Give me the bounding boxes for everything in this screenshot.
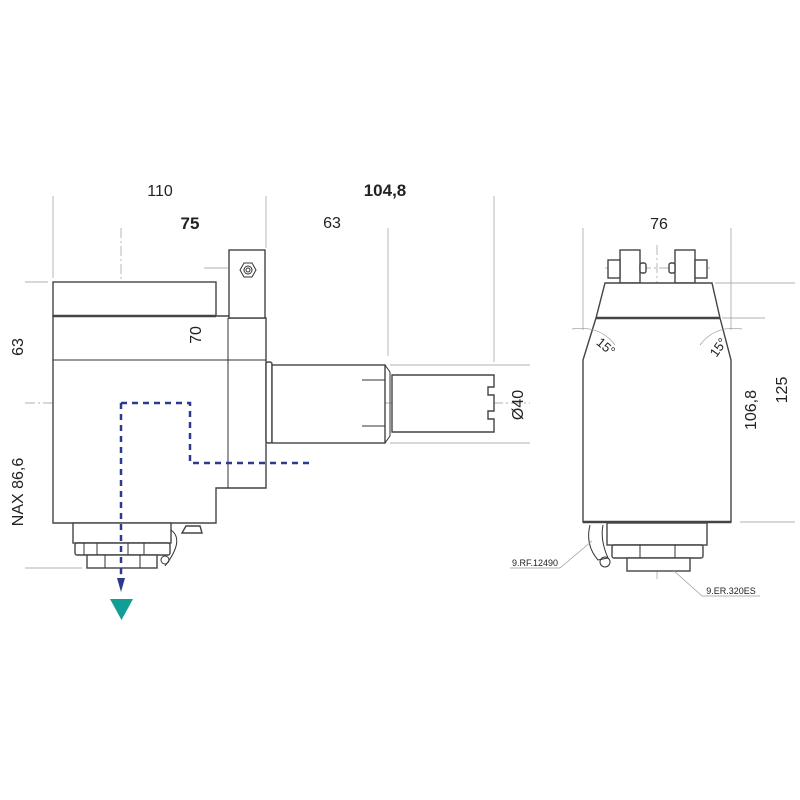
flow-path [110, 401, 310, 620]
side-view: 110 104,8 75 63 70 63 NAX 86,6 Ø40 [10, 181, 530, 620]
collet-assembly [72, 522, 203, 569]
dim-125: 125 [774, 377, 791, 404]
dim-106-8: 106,8 [743, 390, 760, 430]
front-view: 76 125 106,8 15° 15° 9.RF.12490 9.ER.320… [510, 216, 795, 597]
dim-70: 70 [188, 326, 205, 344]
extension-lines [25, 196, 530, 569]
dim-110: 110 [147, 183, 173, 200]
hex-bolt-icon [239, 262, 257, 278]
dim-75: 75 [181, 214, 200, 233]
dim-76: 76 [650, 216, 668, 233]
housing [52, 281, 267, 524]
dim-63-width: 63 [323, 215, 341, 232]
dim-63-height: 63 [10, 338, 27, 356]
spindle [265, 361, 495, 444]
dim-diameter-40: Ø40 [510, 390, 527, 420]
clamp-bracket [228, 249, 266, 319]
arrow-down-icon [117, 578, 125, 592]
output-direction-triangle-icon [110, 599, 133, 620]
dim-104-8: 104,8 [364, 181, 407, 200]
clamp-bolts [607, 249, 708, 284]
front-collet [588, 522, 708, 572]
callout-coolant: 9.RF.12490 [512, 558, 558, 568]
callout-leaders [510, 540, 760, 597]
dim-nax: NAX 86,6 [10, 458, 27, 527]
extension-lines-front [582, 228, 795, 523]
callout-collet-nut: 9.ER.320ES [706, 586, 756, 596]
